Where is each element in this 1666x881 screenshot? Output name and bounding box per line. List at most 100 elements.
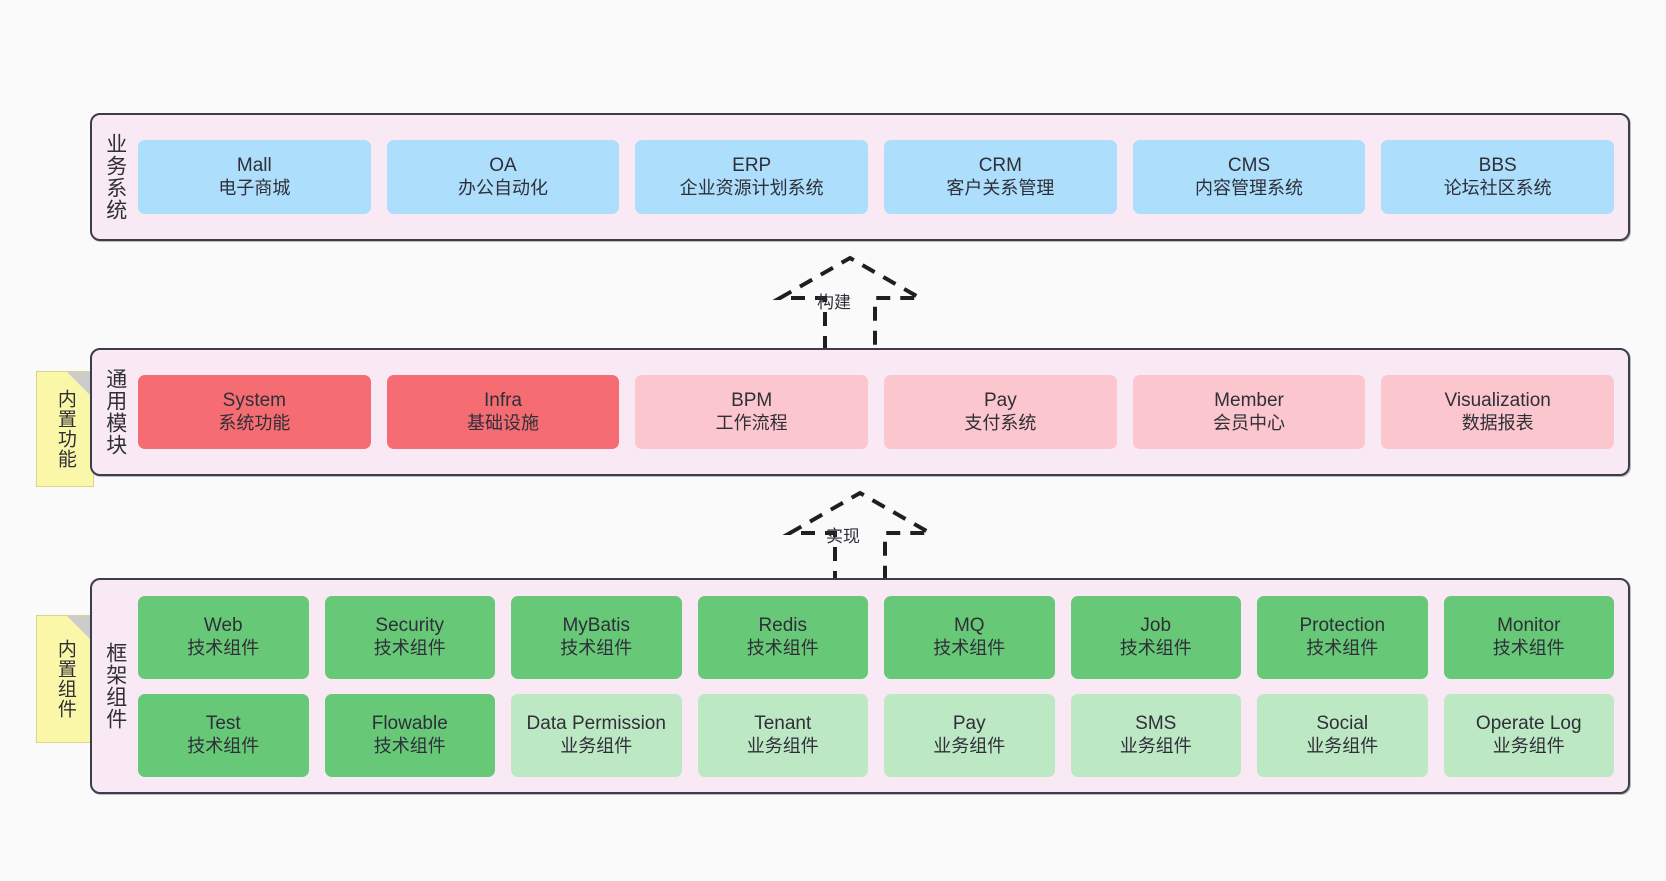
box-cn-label: 业务组件 xyxy=(560,735,633,756)
layer-body-framework: Web 技术组件 Security 技术组件 MyBatis 技术组件 Redi… xyxy=(138,580,1628,792)
box-operate-log[interactable]: Operate Log 业务组件 xyxy=(1443,693,1614,777)
box-security[interactable]: Security 技术组件 xyxy=(324,595,495,679)
layer-body-common: System 系统功能 Infra 基础设施 BPM 工作流程 Pay 支付系统… xyxy=(138,350,1628,474)
box-social[interactable]: Social 业务组件 xyxy=(1257,693,1428,777)
box-en-label: MyBatis xyxy=(562,615,631,637)
box-web[interactable]: Web 技术组件 xyxy=(138,595,309,679)
layer-framework-components: 框架组件 Web 技术组件 Security 技术组件 MyBatis 技术组件… xyxy=(90,578,1630,794)
box-en-label: Protection xyxy=(1299,615,1386,637)
box-bbs[interactable]: BBS 论坛社区系统 xyxy=(1381,140,1615,214)
box-en-label: Redis xyxy=(758,615,808,637)
layer-title-framework: 框架组件 xyxy=(103,642,127,730)
box-en-label: Web xyxy=(203,615,243,637)
box-en-label: OA xyxy=(489,155,517,177)
box-mybatis[interactable]: MyBatis 技术组件 xyxy=(511,595,682,679)
box-member[interactable]: Member 会员中心 xyxy=(1132,375,1366,449)
layer-row-business: Mall 电子商城 OA 办公自动化 ERP 企业资源计划系统 CRM 客户关系… xyxy=(138,140,1615,214)
layer-common-modules: 通用模块 System 系统功能 Infra 基础设施 BPM 工作流程 Pay… xyxy=(90,348,1630,476)
box-en-label: Social xyxy=(1316,713,1369,735)
box-cn-label: 企业资源计划系统 xyxy=(679,177,824,198)
box-cn-label: 技术组件 xyxy=(560,637,633,658)
box-en-label: CMS xyxy=(1227,155,1271,177)
box-cn-label: 系统功能 xyxy=(218,412,291,433)
box-cn-label: 业务组件 xyxy=(1306,735,1379,756)
layer-row-common: System 系统功能 Infra 基础设施 BPM 工作流程 Pay 支付系统… xyxy=(138,375,1615,449)
box-en-label: ERP xyxy=(732,155,772,177)
box-en-label: Tenant xyxy=(754,713,812,735)
box-tenant[interactable]: Tenant 业务组件 xyxy=(697,693,868,777)
connector-build-label: 构建 xyxy=(817,293,851,312)
box-en-label: Infra xyxy=(483,390,523,412)
box-crm[interactable]: CRM 客户关系管理 xyxy=(884,140,1117,214)
layer-business-systems: 业务系统 Mall 电子商城 OA 办公自动化 ERP 企业资源计划系统 CRM… xyxy=(90,113,1630,241)
box-cn-label: 电子商城 xyxy=(218,177,291,198)
box-pay[interactable]: Pay 支付系统 xyxy=(884,375,1117,449)
box-en-label: System xyxy=(222,390,287,412)
box-cn-label: 技术组件 xyxy=(1119,637,1192,658)
note-builtin-components-label: 内置组件 xyxy=(54,639,76,719)
box-en-label: MQ xyxy=(953,615,985,637)
box-cn-label: 技术组件 xyxy=(933,637,1006,658)
box-en-label: Operate Log xyxy=(1475,713,1582,735)
box-monitor[interactable]: Monitor 技术组件 xyxy=(1443,595,1614,679)
box-cn-label: 论坛社区系统 xyxy=(1443,177,1552,198)
box-cn-label: 技术组件 xyxy=(746,637,819,658)
box-cn-label: 业务组件 xyxy=(1119,735,1192,756)
box-en-label: Flowable xyxy=(371,713,448,735)
box-en-label: BBS xyxy=(1478,155,1517,177)
box-cms[interactable]: CMS 内容管理系统 xyxy=(1132,140,1366,214)
connector-implement-label: 实现 xyxy=(826,527,860,546)
note-fold-corner-icon xyxy=(67,616,93,642)
box-job[interactable]: Job 技术组件 xyxy=(1070,595,1241,679)
box-sms[interactable]: SMS 业务组件 xyxy=(1070,693,1241,777)
box-cn-label: 技术组件 xyxy=(1492,637,1565,658)
box-en-label: CRM xyxy=(978,155,1022,177)
box-en-label: Member xyxy=(1214,390,1284,412)
box-cn-label: 工作流程 xyxy=(715,412,788,433)
box-en-label: Monitor xyxy=(1497,615,1561,637)
layer-title-common: 通用模块 xyxy=(103,368,127,456)
box-en-label: Pay xyxy=(983,390,1017,412)
box-oa[interactable]: OA 办公自动化 xyxy=(386,140,620,214)
box-cn-label: 支付系统 xyxy=(964,412,1037,433)
box-en-label: SMS xyxy=(1135,713,1177,735)
box-erp[interactable]: ERP 企业资源计划系统 xyxy=(635,140,869,214)
box-cn-label: 技术组件 xyxy=(373,637,446,658)
box-cn-label: 客户关系管理 xyxy=(946,177,1055,198)
box-protection[interactable]: Protection 技术组件 xyxy=(1257,595,1428,679)
connector-implement-arrow xyxy=(782,490,938,585)
box-bpm[interactable]: BPM 工作流程 xyxy=(635,375,869,449)
box-test[interactable]: Test 技术组件 xyxy=(138,693,309,777)
box-pay-component[interactable]: Pay 业务组件 xyxy=(884,693,1055,777)
box-visualization[interactable]: Visualization 数据报表 xyxy=(1381,375,1615,449)
box-en-label: Visualization xyxy=(1444,390,1551,412)
box-system[interactable]: System 系统功能 xyxy=(138,375,371,449)
layer-row-framework-tech: Web 技术组件 Security 技术组件 MyBatis 技术组件 Redi… xyxy=(138,595,1614,679)
box-en-label: Pay xyxy=(952,713,986,735)
box-cn-label: 办公自动化 xyxy=(458,177,548,198)
box-mall[interactable]: Mall 电子商城 xyxy=(138,140,371,214)
box-en-label: Security xyxy=(375,615,445,637)
box-data-permission[interactable]: Data Permission 业务组件 xyxy=(511,693,682,777)
box-cn-label: 业务组件 xyxy=(1492,735,1565,756)
box-en-label: Job xyxy=(1140,615,1172,637)
box-cn-label: 数据报表 xyxy=(1461,412,1534,433)
note-builtin-features-label: 内置功能 xyxy=(54,389,76,469)
layer-row-framework-business: Test 技术组件 Flowable 技术组件 Data Permission … xyxy=(138,693,1614,777)
box-mq[interactable]: MQ 技术组件 xyxy=(884,595,1055,679)
layer-title-business: 业务系统 xyxy=(103,133,127,221)
box-cn-label: 技术组件 xyxy=(187,735,260,756)
box-cn-label: 业务组件 xyxy=(933,735,1006,756)
box-redis[interactable]: Redis 技术组件 xyxy=(697,595,868,679)
box-en-label: Mall xyxy=(236,155,272,177)
box-cn-label: 技术组件 xyxy=(187,637,260,658)
box-infra[interactable]: Infra 基础设施 xyxy=(386,375,620,449)
box-flowable[interactable]: Flowable 技术组件 xyxy=(324,693,495,777)
note-builtin-features: 内置功能 xyxy=(36,371,94,487)
box-cn-label: 基础设施 xyxy=(467,412,539,433)
note-fold-corner-icon xyxy=(67,372,93,398)
box-cn-label: 业务组件 xyxy=(746,735,819,756)
box-cn-label: 内容管理系统 xyxy=(1195,177,1304,198)
box-cn-label: 技术组件 xyxy=(373,735,446,756)
